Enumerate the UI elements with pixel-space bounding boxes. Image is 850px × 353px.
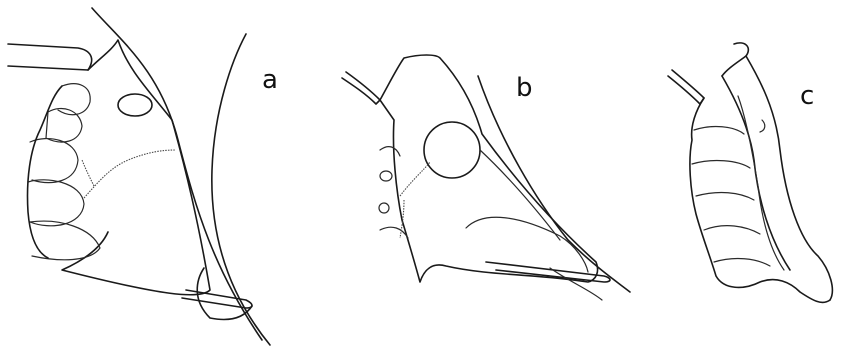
panel-b-label: b [516,73,533,103]
panel-b-round-cell [424,122,480,178]
panel-a: a [8,8,278,345]
panel-c-notch [760,120,765,132]
panel-c: c [668,43,832,303]
panel-b-outer-edge [478,76,630,292]
panel-c-top-outline [722,43,748,76]
panel-a-stalk [8,44,92,70]
panel-b-cell-1 [380,147,400,156]
panel-b-body [380,55,598,282]
panel-b: b [342,55,630,300]
panel-a-left-outline [28,86,63,258]
panel-b-vein [400,162,430,196]
panel-c-stalk [668,70,704,104]
panel-a-segment-1 [58,84,90,115]
panel-c-lobe-2 [692,161,750,168]
panel-b-lower-lobe [466,217,588,272]
panel-c-label: c [800,81,814,111]
panel-c-lobe-4 [704,226,760,234]
panel-a-label: a [262,65,278,95]
panel-a-body [62,40,210,295]
panel-b-cell-3 [379,203,389,213]
panel-a-oval-spot [118,94,152,116]
panel-b-cell-2 [380,171,392,181]
panel-b-spur [486,262,610,282]
panel-c-right-edge [746,56,832,300]
panel-c-sclerite [738,96,784,270]
panel-c-lobe-1 [694,127,744,134]
panel-a-spur-tip [182,290,252,308]
panel-a-segment-4 [28,180,84,226]
panel-b-stalk [342,72,380,104]
panel-c-lobe-3 [696,193,754,200]
panel-a-segment-3 [30,139,78,183]
panel-a-long-edge [92,8,262,340]
panel-a-vein [84,150,176,198]
panel-a-vein-branch [82,160,94,186]
panel-c-lobe-5 [714,259,770,266]
panel-b-inner-lobe [480,150,560,240]
